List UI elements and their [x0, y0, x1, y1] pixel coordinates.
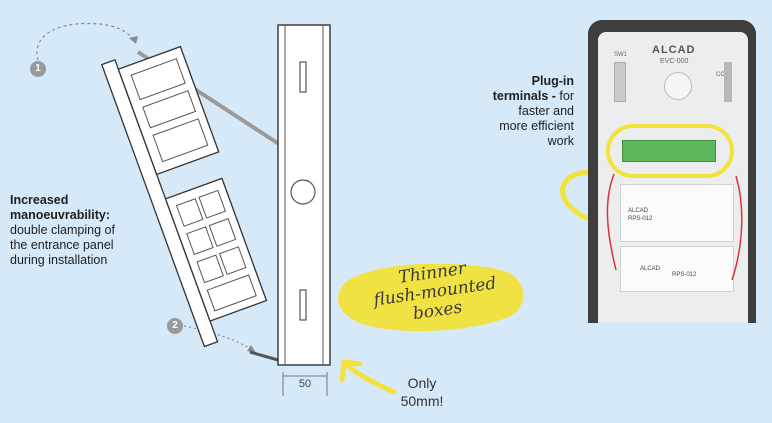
support-rod [249, 350, 279, 362]
only-line-1: Only [407, 375, 437, 391]
plugin-body-3: more efficient [499, 119, 574, 133]
dip-switch [614, 62, 626, 102]
module-1-label: RPS-012 [628, 216, 653, 222]
device-cc-label: CC1 [716, 72, 729, 78]
plugin-title-2: terminals - [492, 89, 556, 103]
dimension-value: 50 [298, 378, 312, 390]
manoeuvrability-line-2: the entrance panel [10, 238, 114, 252]
plug-in-terminal-block [622, 140, 716, 162]
plugin-callout: Plug-in terminals - for faster and more … [470, 74, 574, 149]
module-2-label: RPS-012 [672, 272, 697, 278]
only-line-2: 50mm! [400, 393, 444, 409]
clamp-2-arrow [183, 325, 253, 351]
only-50mm-label: Only 50mm! [392, 374, 452, 410]
plugin-body-2: faster and [518, 104, 574, 118]
thinner-highlight [338, 263, 524, 332]
plugin-title-1: Plug-in [531, 74, 574, 88]
device-sw-label: SW1 [614, 52, 628, 58]
only-arrowhead [339, 359, 363, 383]
manoeuvrability-title: Increased manoeuvrability: [10, 193, 111, 222]
module-2-brand: ALCAD [640, 266, 661, 272]
power-module-2 [620, 246, 734, 292]
flush-mounted-box [277, 24, 331, 366]
power-module-1 [620, 184, 734, 242]
manoeuvrability-line-1: double clamping of [10, 223, 115, 237]
terminal-highlight-ring [606, 124, 734, 178]
nfc-reader-icon [664, 72, 692, 100]
device-model: EVC-000 [660, 58, 689, 65]
tilted-panel [100, 45, 268, 348]
plugin-body-4: work [547, 134, 574, 148]
side-connector [724, 62, 732, 102]
clamp-1-badge: 1 [30, 61, 46, 77]
clamp-2-arrowhead [247, 345, 256, 353]
only-arrow [345, 363, 397, 395]
plugin-body-1: for [559, 89, 574, 103]
device-brand: ALCAD [652, 44, 696, 56]
module-1-brand: ALCAD [628, 208, 649, 214]
clamp-1-arrow [36, 22, 135, 61]
manoeuvrability-callout: Increased manoeuvrability: double clampi… [10, 193, 170, 268]
clamp-1-arrowhead [129, 36, 138, 44]
manoeuvrability-line-3: during installation [10, 253, 108, 267]
wiring [606, 173, 743, 281]
clamp-2-badge: 2 [167, 318, 183, 334]
